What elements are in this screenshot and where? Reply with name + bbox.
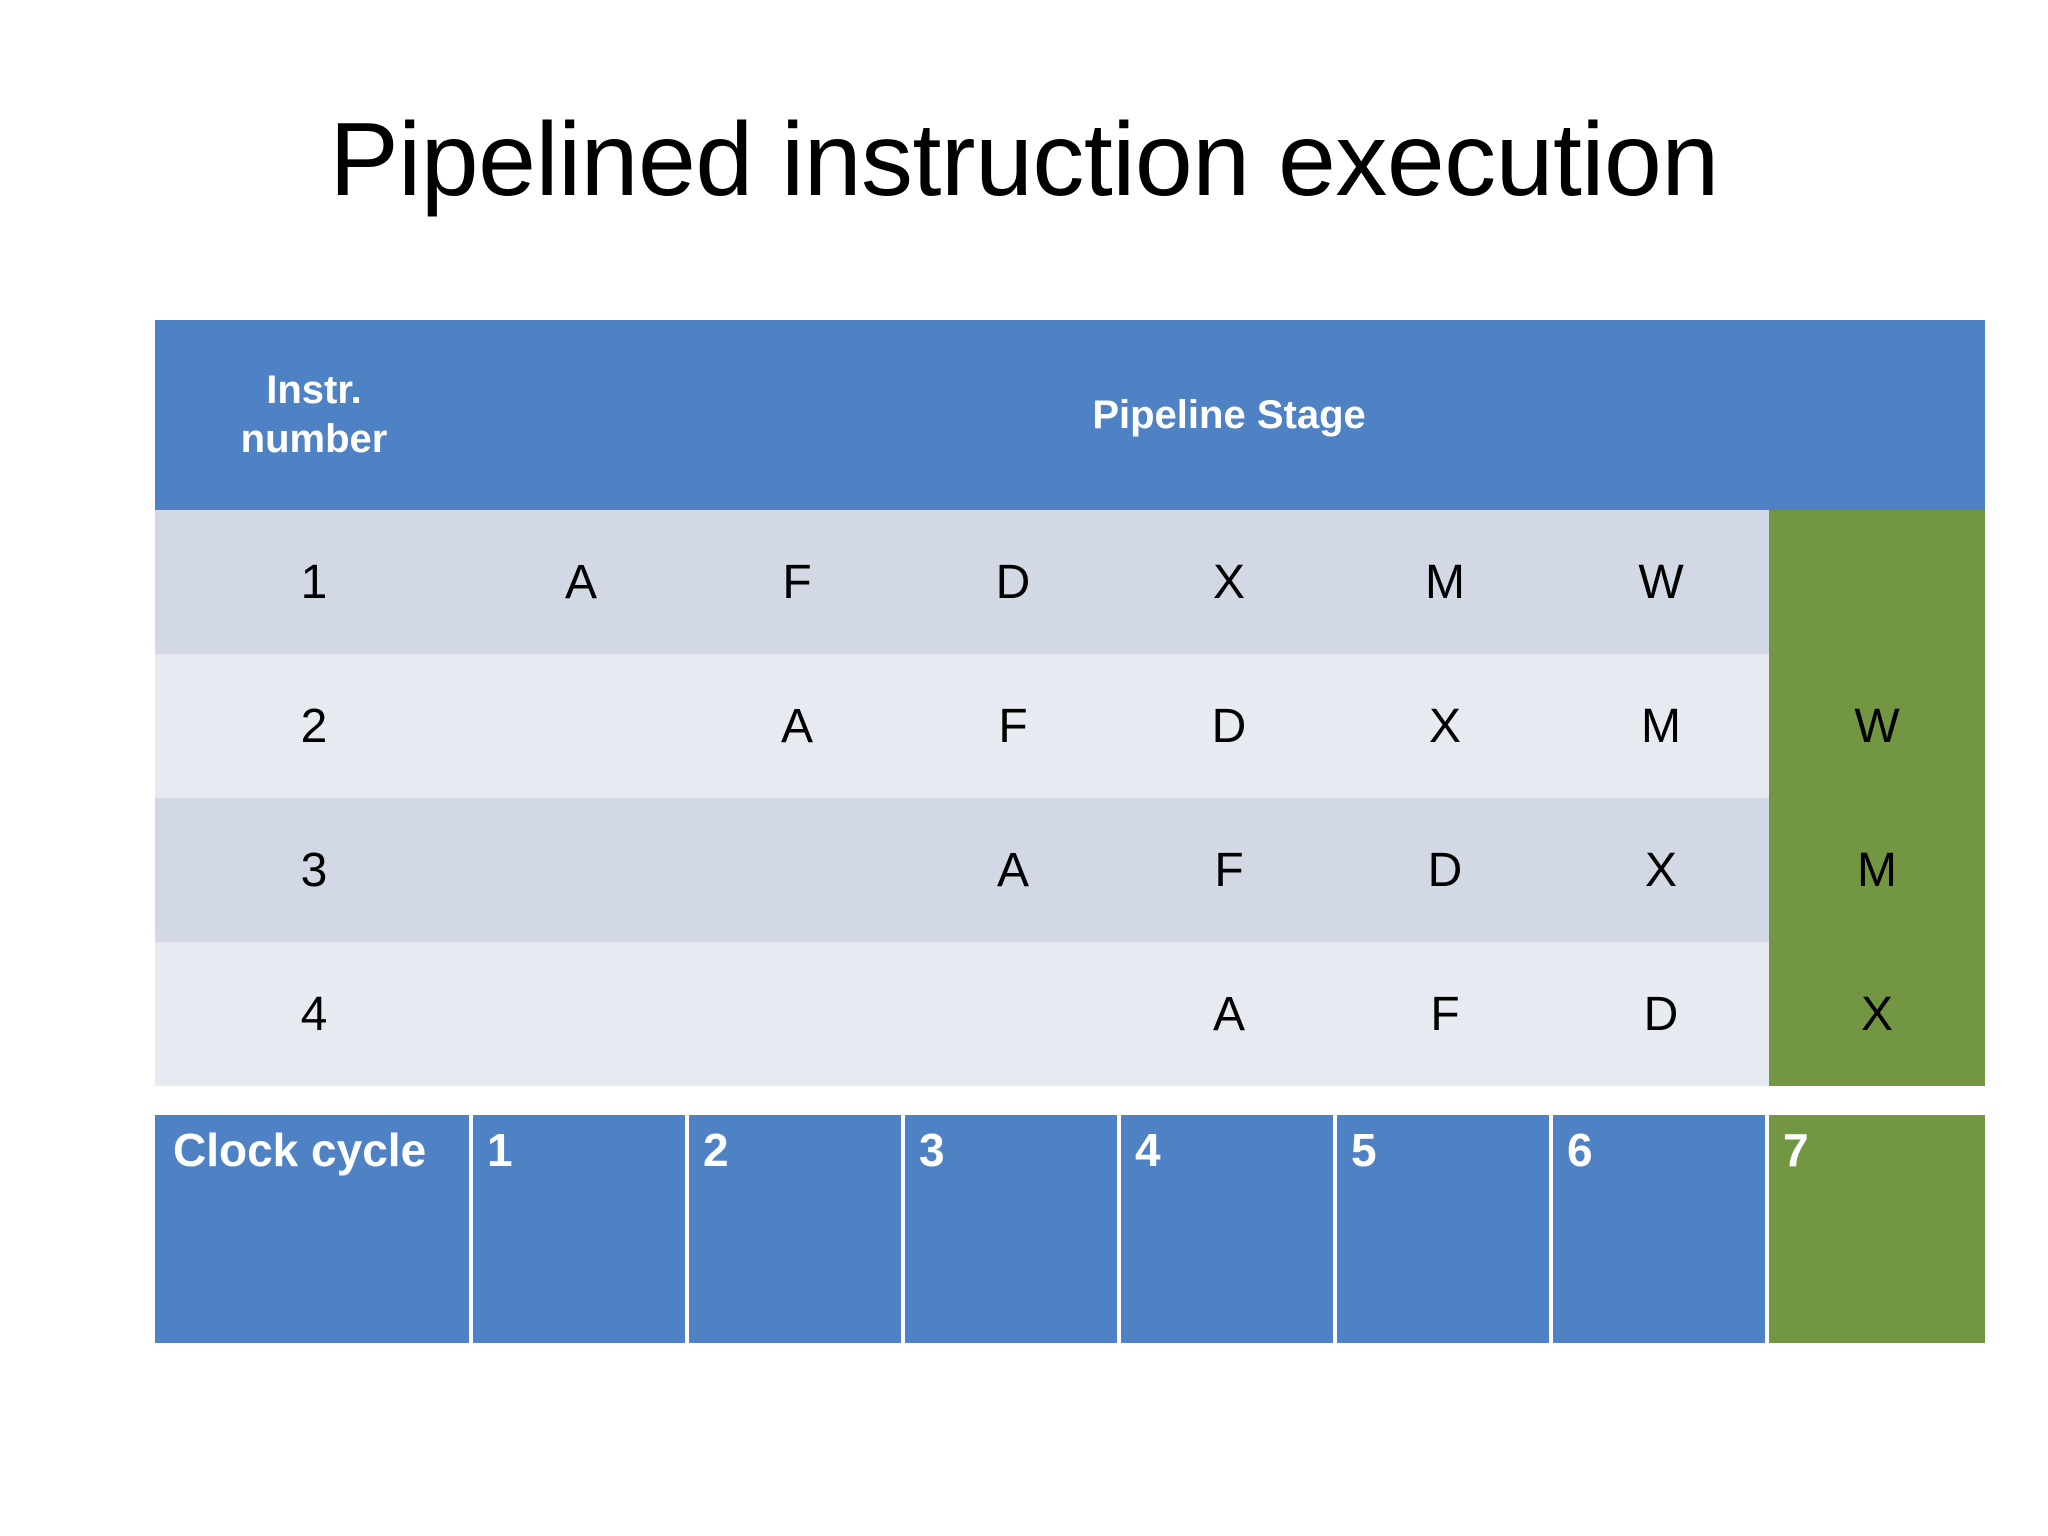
stage-cell: M: [1337, 510, 1553, 654]
clock-cycle-table: Clock cycle 1 2 3 4 5 6 7: [155, 1115, 1985, 1343]
clock-cycle-label: Clock cycle: [155, 1115, 473, 1343]
header-instr-line2: number: [240, 417, 388, 461]
stage-cell-highlight: X: [1769, 942, 1986, 1086]
stage-cell-highlight: [1769, 510, 1986, 654]
header-instr-number: Instr. number: [155, 320, 473, 510]
pipeline-stage-table: Instr. number Pipeline Stage 1 A F D X M…: [155, 320, 1986, 1086]
stage-cell: W: [1553, 510, 1769, 654]
instr-number-cell: 1: [155, 510, 473, 654]
stage-cell: X: [1337, 654, 1553, 798]
pipeline-table-body: 1 A F D X M W 2 A F D X M W 3: [155, 510, 1986, 1086]
instr-number-cell: 3: [155, 798, 473, 942]
stage-cell: [689, 942, 905, 1086]
clock-cycle-cell: 2: [689, 1115, 905, 1343]
stage-cell: [689, 798, 905, 942]
stage-cell: A: [1121, 942, 1337, 1086]
stage-cell: [473, 942, 689, 1086]
stage-cell-highlight: W: [1769, 654, 1986, 798]
stage-cell: F: [689, 510, 905, 654]
stage-cell: X: [1121, 510, 1337, 654]
clock-cycle-cell: 6: [1553, 1115, 1769, 1343]
stage-cell: F: [1121, 798, 1337, 942]
stage-cell-highlight: M: [1769, 798, 1986, 942]
stage-cell: M: [1553, 654, 1769, 798]
stage-cell: [473, 654, 689, 798]
clock-cycle-row: Clock cycle 1 2 3 4 5 6 7: [155, 1115, 1985, 1343]
stage-cell: D: [1553, 942, 1769, 1086]
stage-cell: D: [1121, 654, 1337, 798]
stage-cell: D: [905, 510, 1121, 654]
stage-cell: A: [473, 510, 689, 654]
stage-cell: [473, 798, 689, 942]
stage-cell: X: [1553, 798, 1769, 942]
stage-cell: D: [1337, 798, 1553, 942]
stage-cell: [905, 942, 1121, 1086]
table-row: 4 A F D X: [155, 942, 1986, 1086]
clock-cycle-cell: 4: [1121, 1115, 1337, 1343]
instr-number-cell: 4: [155, 942, 473, 1086]
table-row: 1 A F D X M W: [155, 510, 1986, 654]
clock-cycle-cell-highlight: 7: [1769, 1115, 1985, 1343]
instr-number-cell: 2: [155, 654, 473, 798]
page-title: Pipelined instruction execution: [329, 102, 1719, 218]
table-row: 2 A F D X M W: [155, 654, 1986, 798]
header-instr-line1: Instr.: [266, 368, 362, 413]
stage-cell: F: [905, 654, 1121, 798]
table-row: 3 A F D X M: [155, 798, 1986, 942]
table-header-row: Instr. number Pipeline Stage: [155, 320, 1986, 510]
clock-cycle-cell: 5: [1337, 1115, 1553, 1343]
stage-cell: F: [1337, 942, 1553, 1086]
stage-cell: A: [689, 654, 905, 798]
clock-cycle-cell: 1: [473, 1115, 689, 1343]
header-pipeline-stage: Pipeline Stage: [473, 320, 1986, 510]
stage-cell: A: [905, 798, 1121, 942]
clock-cycle-cell: 3: [905, 1115, 1121, 1343]
